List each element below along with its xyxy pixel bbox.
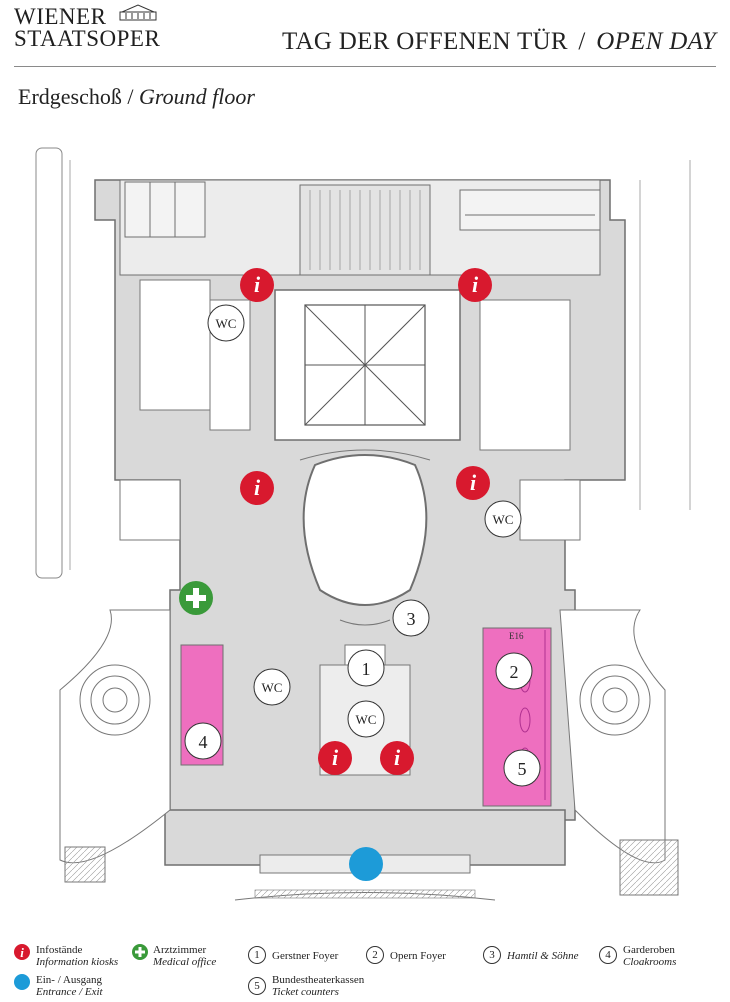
- floor-name-en: Ground floor: [138, 84, 255, 109]
- legend-medical: Arztzimmer Medical office: [153, 944, 216, 968]
- right-terrace: [559, 609, 666, 864]
- wc-center-foyer-icon: WC: [347, 700, 385, 738]
- marker-ticket-counters: 5: [503, 749, 541, 787]
- left-terrace: [59, 609, 171, 864]
- svg-text:WC: WC: [356, 712, 377, 727]
- legend-entrance-icon: [14, 974, 30, 990]
- svg-text:i: i: [332, 745, 339, 770]
- svg-text:3: 3: [407, 609, 416, 629]
- marker-garderoben: 4: [184, 722, 222, 760]
- svg-text:4: 4: [199, 732, 208, 752]
- svg-text:i: i: [472, 272, 479, 297]
- legend-garderoben: Garderoben Cloakrooms: [623, 944, 676, 968]
- left-sidewalk: [35, 147, 71, 579]
- marker-opern-foyer: 2: [495, 652, 533, 690]
- legend-num-4: 4: [599, 946, 617, 964]
- right-court: [479, 299, 581, 541]
- wc-top-left-icon: WC: [207, 304, 245, 342]
- legend-medical-de: Arztzimmer: [153, 944, 207, 956]
- svg-text:WC: WC: [493, 512, 514, 527]
- legend-num-5: 5: [248, 977, 266, 995]
- legend-info-de: Infostände: [36, 944, 83, 956]
- info-kiosk-mid-left-icon: i: [240, 471, 274, 505]
- entrance-hall: [164, 809, 566, 901]
- marker-hamtil: 3: [392, 599, 430, 637]
- wiener-staatsoper-logo: WIENER STAATSOPER: [14, 4, 174, 56]
- legend-entrance-de: Ein- / Ausgang: [36, 974, 102, 986]
- legend-info-en: Information kiosks: [36, 956, 119, 968]
- legend-entrance: Ein- / Ausgang Entrance / Exit: [36, 974, 103, 998]
- info-kiosk-top-left-icon: i: [240, 268, 274, 302]
- wc-left-foyer-icon: WC: [253, 668, 291, 706]
- legend-hamtil: Hamtil & Söhne: [507, 950, 579, 962]
- auditorium: [299, 449, 431, 626]
- stair-blocks: [64, 839, 679, 896]
- svg-text:i: i: [254, 475, 261, 500]
- map-legend: i Infostände Information kiosks Arztzimm…: [0, 940, 730, 1002]
- header-divider: [14, 66, 716, 67]
- stage: [274, 289, 461, 441]
- right-street: [639, 160, 691, 510]
- svg-text:i: i: [254, 272, 261, 297]
- legend-gerstner: Gerstner Foyer: [272, 950, 339, 962]
- legend-ticket-counters: Bundestheaterkassen Ticket counters: [272, 974, 364, 998]
- info-kiosk-mid-right-icon: i: [456, 466, 490, 500]
- legend-ticket-counters-de: Bundestheaterkassen: [272, 974, 365, 986]
- legend-medical-en: Medical office: [153, 956, 217, 968]
- floor-plan-map: E16 i i i i i i WC WC: [35, 147, 691, 901]
- logo-line-2: STAATSOPER: [14, 26, 161, 51]
- legend-garderoben-de: Garderoben: [623, 944, 675, 956]
- svg-text:i: i: [394, 745, 401, 770]
- svg-text:1: 1: [362, 659, 371, 679]
- svg-text:WC: WC: [262, 680, 283, 695]
- medical-office-icon: [179, 581, 213, 615]
- room-code-label: E16: [509, 631, 524, 641]
- legend-garderoben-en: Cloakrooms: [623, 956, 677, 968]
- svg-text:2: 2: [510, 662, 519, 682]
- legend-num-3: 3: [483, 946, 501, 964]
- legend-medical-icon: [132, 944, 148, 960]
- info-kiosk-foyer-left-icon: i: [318, 741, 352, 775]
- legend-entrance-en: Entrance / Exit: [36, 986, 103, 998]
- legend-info-icon: i: [14, 944, 30, 960]
- legend-ticket-counters-en: Ticket counters: [272, 986, 339, 998]
- svg-text:i: i: [470, 470, 477, 495]
- opera-house-crest-icon: [119, 4, 157, 21]
- logo-line-1: WIENER: [14, 4, 107, 29]
- svg-text:i: i: [20, 945, 24, 960]
- event-title-en: OPEN DAY: [596, 28, 716, 55]
- info-kiosk-top-right-icon: i: [458, 268, 492, 302]
- floor-name-de: Erdgeschoß: [18, 84, 122, 109]
- legend-num-1: 1: [248, 946, 266, 964]
- floor-title: Erdgeschoß / Ground floor: [18, 84, 255, 110]
- legend-info: Infostände Information kiosks: [36, 944, 118, 968]
- title-separator: /: [578, 28, 586, 55]
- legend-num-2: 2: [366, 946, 384, 964]
- entrance-exit-icon: [349, 847, 383, 881]
- marker-gerstner-foyer: 1: [347, 649, 385, 687]
- svg-text:WC: WC: [216, 316, 237, 331]
- legend-opern: Opern Foyer: [390, 950, 446, 962]
- event-title: TAG DER OFFENEN TÜR / OPEN DAY: [282, 28, 716, 56]
- floor-separator: /: [127, 84, 134, 109]
- info-kiosk-foyer-right-icon: i: [380, 741, 414, 775]
- event-title-de: TAG DER OFFENEN TÜR: [281, 28, 568, 55]
- wc-right-icon: WC: [484, 500, 522, 538]
- page-header: WIENER STAATSOPER TAG DER OFFENEN TÜR / …: [0, 0, 730, 70]
- svg-text:5: 5: [518, 759, 527, 779]
